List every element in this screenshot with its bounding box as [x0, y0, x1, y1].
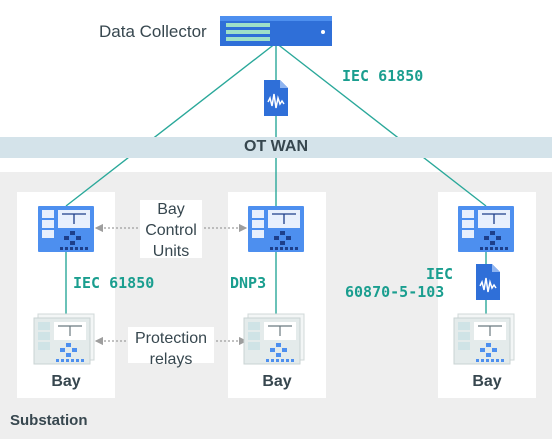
bay-control-unit-icon-3 [457, 205, 515, 253]
bay-control-units-label: Bay Control Units [130, 199, 212, 262]
protocol-label-bay1: IEC 61850 [73, 274, 155, 292]
bay-control-unit-icon-2 [247, 205, 305, 253]
server-icon [220, 16, 332, 46]
protocol-label-top: IEC 61850 [342, 67, 424, 85]
data-collector-label: Data Collector [99, 22, 207, 41]
bay-label-3: Bay [472, 373, 502, 390]
substation-label: Substation [10, 412, 88, 429]
protocol-file-icon-top [263, 79, 289, 117]
bay-label-1: Bay [51, 373, 81, 390]
relays-label-line1: Protection [134, 330, 208, 347]
protocol-file-icon-bay3 [475, 263, 501, 301]
bay-control-unit-icon-1 [37, 205, 95, 253]
protection-relay-icon-2 [243, 313, 305, 365]
protocol-label-bay3-line1: IEC [426, 265, 454, 283]
bay-label-2: Bay [262, 373, 292, 390]
protection-relay-icon-1 [33, 313, 95, 365]
bcu-label-line1: Bay [157, 201, 185, 218]
protection-relays-label: Protection relays [122, 328, 220, 370]
protocol-label-bay2: DNP3 [230, 274, 267, 292]
bcu-label-line2: Control [145, 222, 197, 239]
bcu-label-line3: Units [152, 243, 190, 260]
ot-wan-label: OT WAN [244, 138, 308, 155]
relays-label-line2: relays [149, 351, 193, 368]
protection-relay-icon-3 [453, 313, 515, 365]
protocol-label-bay3-line2: 60870-5-103 [345, 283, 445, 301]
ot-wan-band [0, 137, 552, 158]
